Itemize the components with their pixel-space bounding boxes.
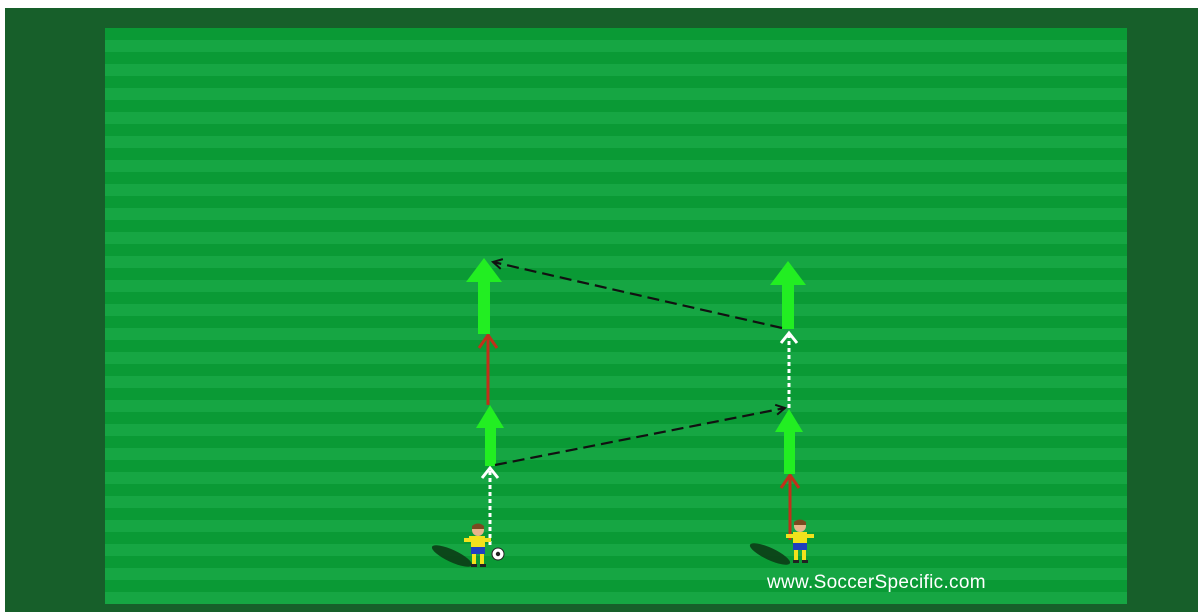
ball-movement-dotted-line-right <box>781 333 797 408</box>
player-icon <box>748 520 814 569</box>
pass-line <box>493 262 782 328</box>
run-arrow-icon <box>775 409 803 474</box>
run-arrow-icon <box>466 258 502 334</box>
watermark-text: www.SoccerSpecific.com <box>767 572 986 594</box>
soccer-ball-icon <box>492 548 504 560</box>
dribble-arrow-icon <box>479 335 497 405</box>
player-icon <box>430 524 491 571</box>
run-arrow-icon <box>770 261 806 329</box>
pass-line <box>495 408 785 465</box>
run-arrow-icon <box>476 405 504 466</box>
ball-movement-dotted-line-left <box>482 468 498 545</box>
